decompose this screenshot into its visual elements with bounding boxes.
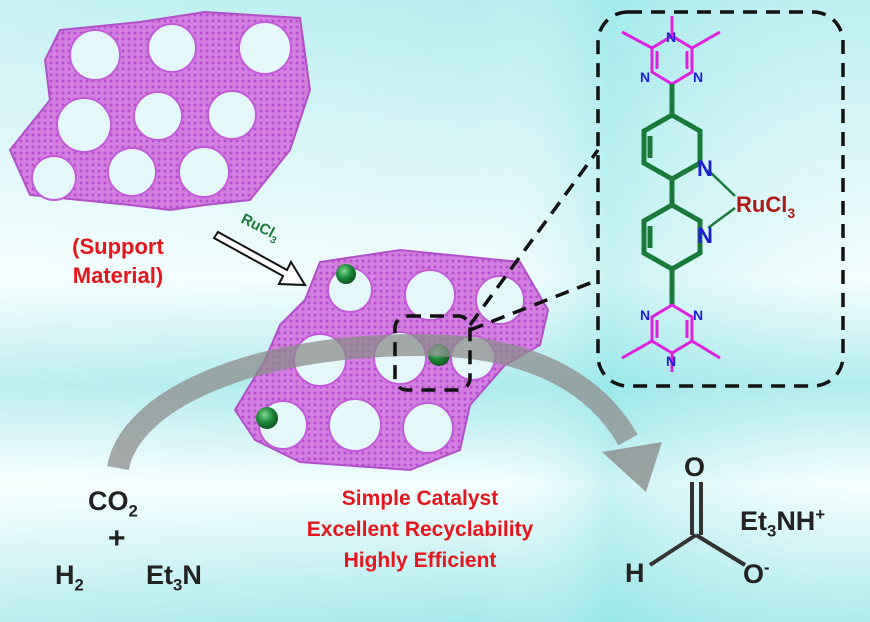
ru-site-1 <box>336 264 356 284</box>
triazine-top-n3: N <box>693 69 703 85</box>
product-hydrogen: H <box>625 558 645 588</box>
bipyridine <box>641 84 703 305</box>
product-oxide: O- <box>743 558 770 589</box>
reactant-h2: H2 <box>55 560 84 595</box>
ruthenium-chloride-label: RuCl3 <box>736 192 795 221</box>
triazine-top <box>621 16 721 86</box>
reactant-co2: CO2 <box>88 486 138 521</box>
claim-excellent-recyclability: Excellent Recyclability <box>306 518 534 541</box>
support-material-line2: Material) <box>72 263 164 288</box>
triazine-bottom <box>621 303 721 372</box>
zoom-indicator <box>393 10 845 392</box>
claim-simple-catalyst: Simple Catalyst <box>341 487 499 510</box>
support-material-label: (Support Material) <box>18 232 218 290</box>
claims-list: Simple Catalyst Excellent Recyclability … <box>250 483 590 576</box>
triazine-bottom-n3: N <box>666 353 676 369</box>
product-carbonyl-oxygen: O <box>684 452 706 482</box>
triazine-top-n2: N <box>640 69 650 85</box>
bipyridine-n-lower: N <box>697 223 713 248</box>
formate-structure <box>648 482 747 567</box>
claim-highly-efficient: Highly Efficient <box>343 549 497 572</box>
bipyridine-n-upper: N <box>697 156 713 181</box>
catalyst-framework <box>233 248 550 472</box>
ru-site-3 <box>256 407 278 429</box>
product-triethylammonium: Et3NH+ <box>740 505 826 541</box>
triazine-bottom-n2: N <box>693 307 703 323</box>
support-framework <box>8 10 312 212</box>
reactant-plus: + <box>108 522 126 555</box>
reactant-et3n: Et3N <box>146 560 202 595</box>
reagent-label: RuCl3 <box>237 210 283 246</box>
triazine-bottom-n1: N <box>640 307 650 323</box>
reagent-arrow <box>212 230 307 287</box>
triazine-top-n1: N <box>666 29 676 45</box>
support-material-line1: (Support <box>72 234 164 259</box>
